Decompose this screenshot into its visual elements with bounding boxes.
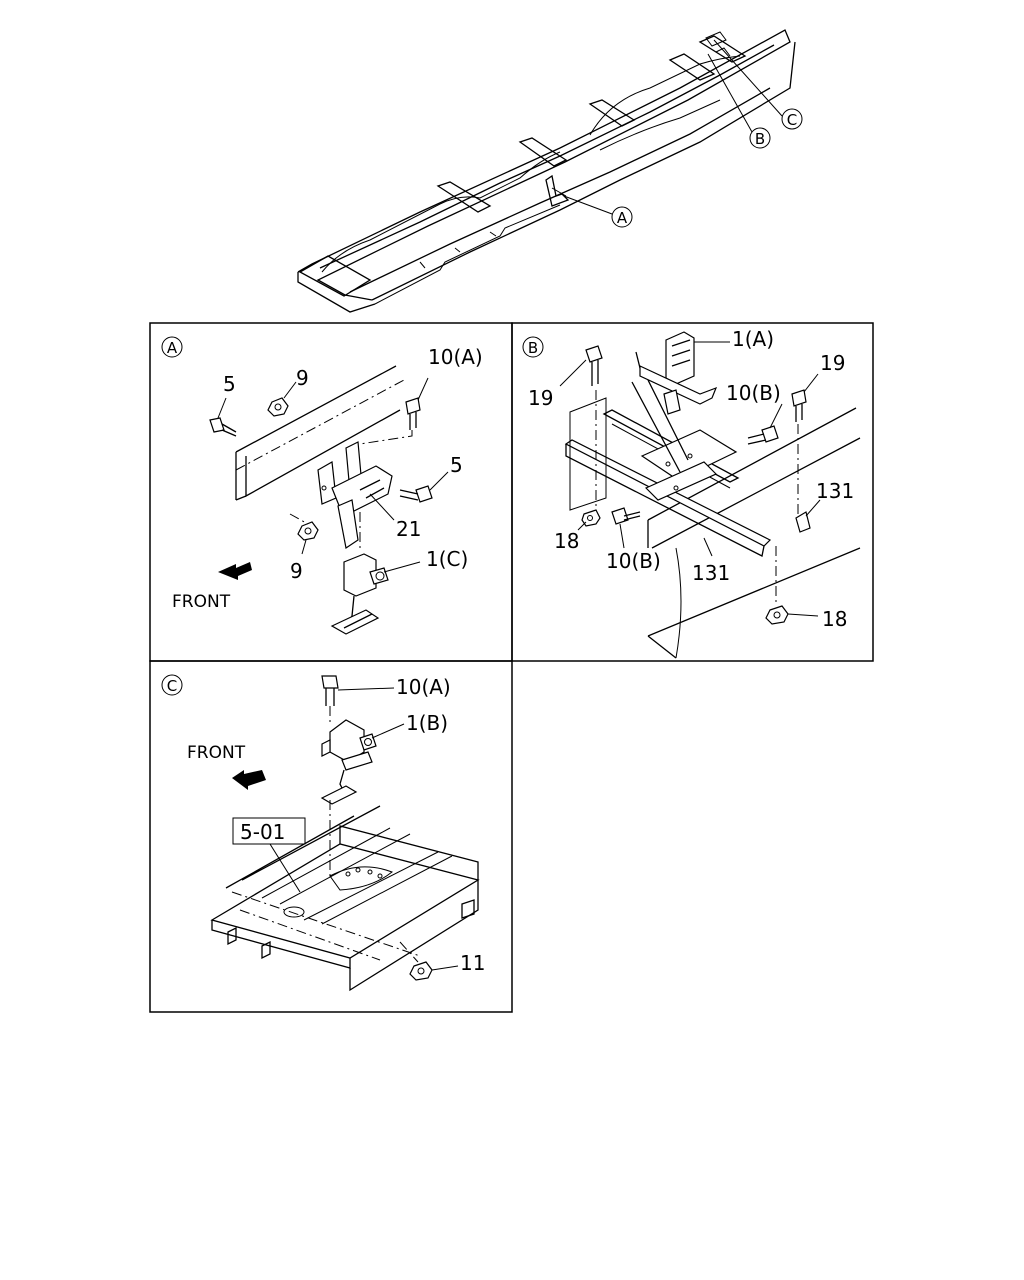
bracket-131-bottom-leader (703, 537, 713, 557)
label-9-top: 9 (296, 366, 309, 390)
label-11: 11 (460, 951, 485, 975)
label-10a: 10(A) (428, 345, 483, 369)
reference-box-5-01 (232, 817, 306, 845)
panel-c-badge: C (167, 677, 177, 695)
panel-b-badge: B (528, 339, 538, 357)
label-1b: 1(B) (406, 711, 448, 735)
switch-1b (320, 719, 405, 876)
bracket-131-right-detail (795, 499, 821, 533)
nut-18-right (765, 605, 819, 625)
label-ref-5-01: 5-01 (240, 820, 285, 844)
label-5-left: 5 (223, 372, 236, 396)
chassis-frame-overview (297, 29, 796, 313)
bolt-10a-c (321, 675, 395, 724)
label-10a-c: 10(A) (396, 675, 451, 699)
nut-11 (399, 941, 459, 981)
front-arrow-c (232, 770, 266, 790)
bolt-5-right (399, 471, 449, 503)
overview-callout-a: A (563, 195, 633, 228)
label-1c: 1(C) (426, 547, 468, 571)
label-131-right: 131 (816, 479, 854, 503)
callout-b-label: B (755, 130, 765, 148)
bracket-21-leader (369, 493, 395, 521)
switch-1c (330, 512, 421, 635)
overview-callout-b: B (707, 53, 771, 149)
bolt-10b-top (747, 403, 783, 445)
bolt-19-right (791, 373, 819, 422)
label-10b-bottom: 10(B) (606, 549, 661, 573)
nut-9-bottom (289, 513, 319, 555)
detail-panel-a: A (149, 322, 513, 662)
label-1a: 1(A) (732, 327, 774, 351)
front-arrow-a (218, 562, 252, 580)
overview-callout-c: C (713, 39, 803, 130)
bolt-5-left (209, 397, 237, 437)
bracket-assembly-a (317, 441, 393, 550)
switch-1a (631, 331, 730, 473)
washer-18-left (577, 509, 601, 531)
label-131-bottom: 131 (692, 561, 730, 585)
label-5-right: 5 (450, 453, 463, 477)
label-front-c: FRONT (187, 743, 246, 763)
callout-a-label: A (617, 209, 628, 227)
detail-panel-b: B (511, 322, 874, 662)
label-21: 21 (396, 517, 421, 541)
label-front-a: FRONT (172, 592, 231, 612)
label-19-left: 19 (528, 386, 553, 410)
callout-c-label: C (787, 111, 797, 129)
bolt-10b-bottom (611, 507, 641, 549)
label-18-left: 18 (554, 529, 579, 553)
label-18-right: 18 (822, 607, 847, 631)
bolt-19-left (559, 345, 603, 387)
label-9-bottom: 9 (290, 559, 303, 583)
panel-a-badge: A (167, 339, 178, 357)
nut-9-top (267, 381, 297, 417)
label-10b-top: 10(B) (726, 381, 781, 405)
bolt-10a (359, 377, 429, 445)
detail-panel-c: C (149, 660, 513, 1013)
label-19-right: 19 (820, 351, 845, 375)
